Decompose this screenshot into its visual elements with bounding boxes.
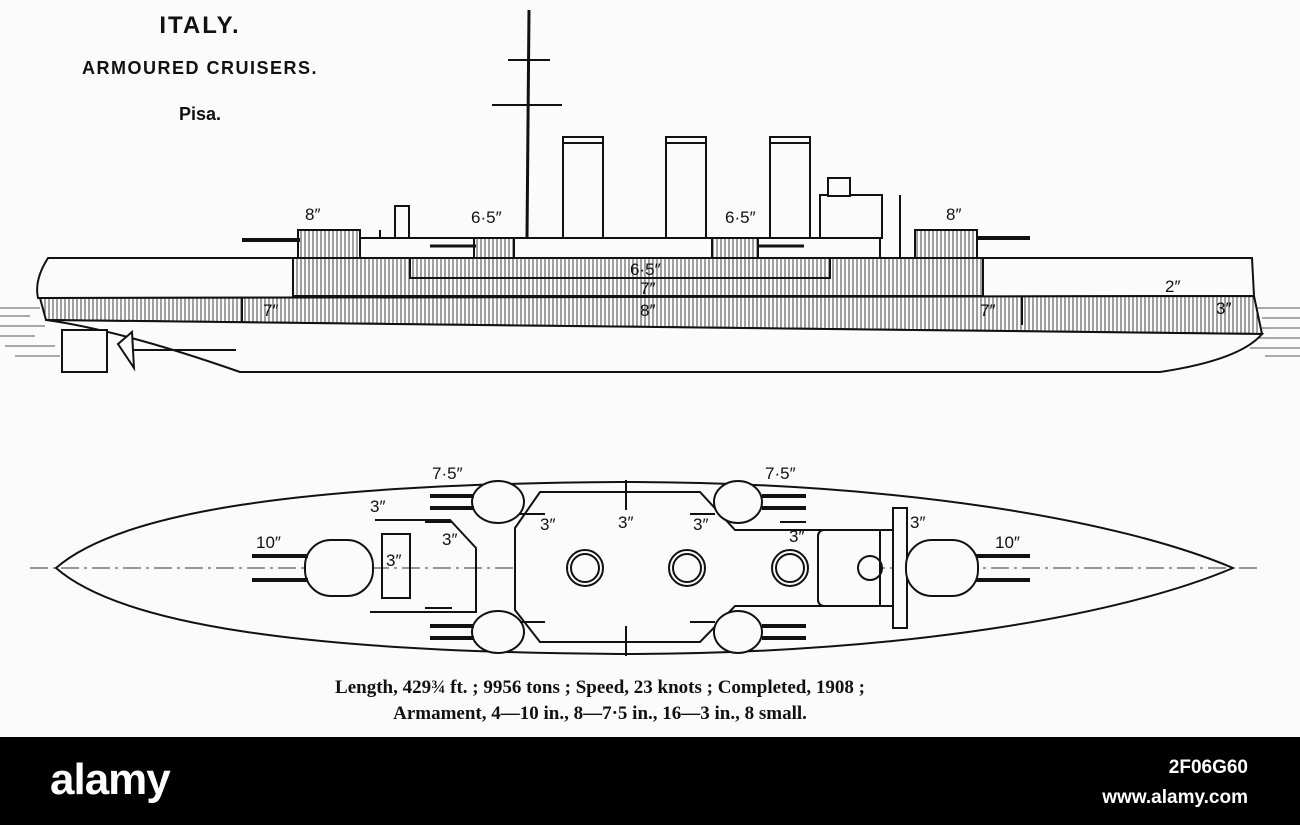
label-three-f: 3″: [693, 515, 708, 534]
label-three-b: 3″: [442, 530, 457, 549]
aft-bridge: [819, 194, 883, 239]
label-wing-turret-fwd: 7·5″: [432, 464, 463, 483]
fwd-main-turret: [304, 539, 374, 597]
aft-main-turret: [905, 539, 979, 597]
label-main-turret-aft: 10″: [995, 533, 1020, 552]
hull-outline: [54, 480, 1236, 656]
wing-turret-fwd-stbd: [471, 480, 525, 524]
wing-turret-aft-stbd: [713, 480, 763, 524]
country-heading: ITALY.: [159, 12, 241, 39]
label-three-e: 3″: [618, 513, 633, 532]
funnel-3: [769, 136, 811, 239]
label-aft-turret-armour: 8″: [946, 205, 961, 224]
watermark-footer: alamy 2F06G60 www.alamy.com: [0, 737, 1300, 825]
label-upper-belt: 6·5″: [630, 260, 661, 279]
label-wing-turret-aft: 7·5″: [765, 464, 796, 483]
funnel-2: [665, 136, 707, 239]
label-three-g: 3″: [789, 527, 804, 546]
funnel-3-plan: [771, 549, 809, 587]
fwd-bridge-plan: [381, 533, 411, 599]
propeller: [116, 329, 136, 372]
label-fwd-turret-armour: 8″: [305, 205, 320, 224]
ship-name-heading: Pisa.: [178, 104, 222, 124]
label-belt-end-top: 2″: [1165, 277, 1180, 296]
funnel-1: [562, 136, 604, 239]
upper-casemate: [359, 237, 881, 259]
side-profile: [0, 9, 1300, 373]
label-mid-belt: 7″: [640, 279, 655, 298]
label-belt-stern: 7″: [980, 301, 995, 320]
lower-hull: [45, 319, 1265, 373]
label-three-c: 3″: [386, 551, 401, 570]
label-three-h: 3″: [910, 513, 925, 532]
label-main-turret-fwd: 10″: [256, 533, 281, 552]
alamy-logo: alamy: [50, 755, 171, 804]
aft-turret-profile: [914, 229, 978, 259]
wing-turret-fwd-port: [471, 610, 525, 654]
wing-turret-aft-port: [713, 610, 763, 654]
label-belt-end: 3″: [1216, 299, 1231, 318]
label-three-d: 3″: [540, 515, 555, 534]
caption-line-1: Length, 429¾ ft. ; 9956 tons ; Speed, 23…: [335, 677, 865, 698]
deck-plan: [30, 480, 1262, 656]
label-aft-casemate-armour: 6·5″: [725, 208, 756, 227]
ship-drawing: 8″ 6·5″ 6·5″ 8″ 6·5″ 7″ 7″ 8″ 7″ 2″ 3″: [0, 9, 1300, 656]
fwd-turret-profile: [297, 229, 361, 259]
label-three-a: 3″: [370, 497, 385, 516]
waterline: [0, 307, 1300, 357]
label-fwd-casemate-armour: 6·5″: [471, 208, 502, 227]
mast: [525, 9, 531, 239]
image-id: 2F06G60: [1168, 757, 1248, 778]
caption-line-2: Armament, 4—10 in., 8—7·5 in., 16—3 in.,…: [393, 703, 807, 724]
funnel-1-plan: [566, 549, 604, 587]
funnel-2-plan: [668, 549, 706, 587]
rudder: [61, 329, 108, 373]
label-belt-bow: 7″: [263, 301, 278, 320]
site-url[interactable]: www.alamy.com: [1102, 787, 1248, 808]
ship-type-heading: ARMOURED CRUISERS.: [81, 58, 318, 78]
label-belt-main: 8″: [640, 301, 655, 320]
